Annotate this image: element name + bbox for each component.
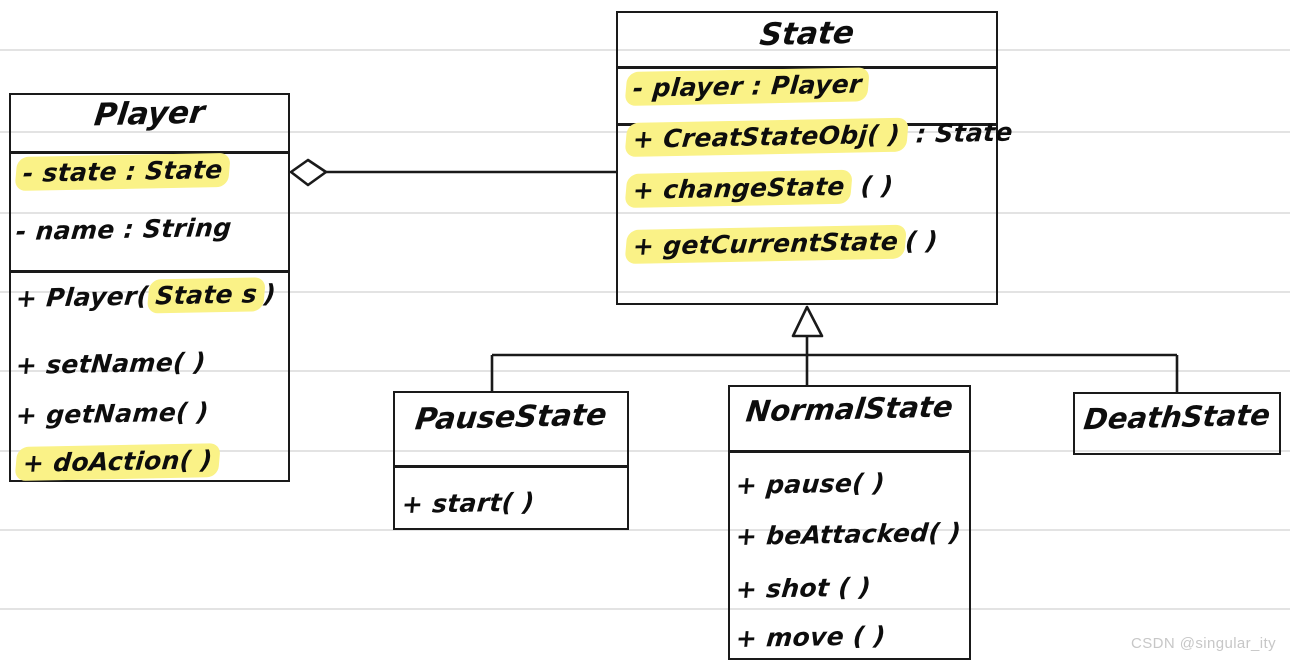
player-method-getname: + getName( ) bbox=[14, 397, 211, 430]
normalstate-method-beattacked: + beAttacked( ) bbox=[734, 517, 963, 551]
class-box-pause-state[interactable] bbox=[393, 391, 629, 530]
rule-line bbox=[0, 529, 1290, 531]
player-attr-divider bbox=[11, 270, 288, 273]
rule-line bbox=[0, 450, 1290, 452]
player-method-constructor: + Player(State s) bbox=[14, 277, 278, 314]
state-title-divider bbox=[618, 66, 996, 69]
state-attribute-player: - player : Player bbox=[624, 67, 871, 106]
class-box-normal-state[interactable] bbox=[728, 385, 971, 660]
rule-line bbox=[0, 212, 1290, 214]
rule-line bbox=[0, 370, 1290, 372]
watermark: CSDN @singular_ity bbox=[1131, 635, 1276, 652]
normalstate-method-pause: + pause( ) bbox=[734, 468, 887, 500]
player-method-setname: + setName( ) bbox=[14, 347, 207, 380]
player-attribute-state: - state : State bbox=[14, 152, 232, 191]
normalstate-title-divider bbox=[730, 450, 969, 453]
state-method-getcurrentstate: + getCurrentState( ) bbox=[624, 224, 939, 264]
rule-line bbox=[0, 608, 1290, 610]
player-method-doaction: + doAction( ) bbox=[14, 443, 221, 481]
state-method-creatstateobj: + CreatStateObj( ) : State bbox=[624, 118, 1014, 157]
rule-line bbox=[0, 49, 1290, 51]
class-name-pause-state: PauseState bbox=[413, 397, 609, 438]
class-box-death-state[interactable] bbox=[1073, 392, 1281, 455]
class-name-death-state: DeathState bbox=[1081, 397, 1273, 437]
player-attribute-name: - name : String bbox=[14, 212, 233, 246]
class-name-player: Player bbox=[92, 94, 207, 134]
rule-line bbox=[0, 291, 1290, 293]
normalstate-method-move: + move ( ) bbox=[734, 621, 887, 653]
hollow-triangle-icon bbox=[791, 305, 824, 338]
class-name-normal-state: NormalState bbox=[744, 389, 955, 429]
class-box-player[interactable] bbox=[9, 93, 290, 482]
pausestate-method-start: + start( ) bbox=[400, 487, 536, 519]
state-method-changestate: + changeState ( ) bbox=[624, 169, 895, 208]
hollow-diamond-icon bbox=[289, 158, 328, 187]
normalstate-method-shot: + shot ( ) bbox=[734, 572, 873, 604]
aggregation-edge-player-state bbox=[289, 158, 618, 187]
player-title-divider bbox=[11, 151, 288, 154]
pausestate-title-divider bbox=[395, 465, 627, 468]
generalization-edges bbox=[490, 305, 1179, 392]
